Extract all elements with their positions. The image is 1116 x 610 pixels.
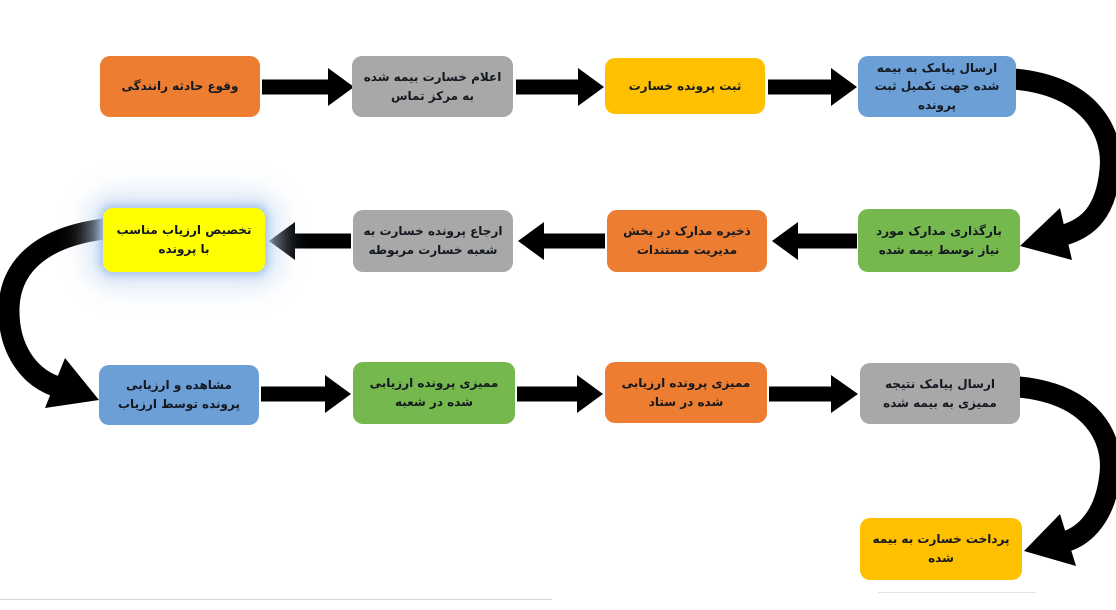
flow-node-audit-branch: ممیزی پرونده ارزیابی شده در شعبه [353,362,515,424]
arrow-upload-to-store [772,222,857,260]
flow-node-store-docs: ذخیره مدارک در بخش مدیریت مستندات [607,210,767,272]
flow-node-assessor-review: مشاهده و ارزیابی پرونده توسط ارزیاب [99,365,259,425]
arrow-store-to-refer [518,222,605,260]
arrow-audit-hq-to-sms-result [769,375,858,413]
flow-node-pay-claim: پرداخت خسارت به بیمه شده [860,518,1022,580]
page-edge-line-bottom-left [0,599,552,600]
flow-node-pay-claim-label: پرداخت خسارت به بیمه شده [872,532,1010,565]
curve-arrow-sms-to-upload [1012,68,1116,260]
arrow-audit-branch-to-audit-hq [517,375,603,413]
arrow-review-to-audit-branch [261,375,351,413]
flow-node-assign-assessor: تخصیص ارزیاب مناسب با پرونده [103,208,265,272]
flow-node-sms-audit-result: ارسال پیامک نتیجه ممیزی به بیمه شده [860,363,1020,424]
arrow-register-to-sms [768,68,857,106]
flow-node-store-docs-label: ذخیره مدارک در بخش مدیریت مستندات [623,224,751,257]
flow-node-upload-docs-label: بارگذاری مدارک مورد نیاز توسط بیمه شده [876,223,1002,257]
flow-node-assign-assessor-label: تخصیص ارزیاب مناسب با پرونده [116,223,252,256]
flow-node-refer-branch-label: ارجاع پرونده خسارت به شعبه خسارت مربوطه [363,224,503,257]
flow-node-register-file: ثبت پرونده خسارت [605,58,765,114]
flow-node-audit-hq: ممیزی پرونده ارزیابی شده در ستاد [605,362,767,423]
flow-node-audit-branch-label: ممیزی پرونده ارزیابی شده در شعبه [369,376,499,409]
page-edge-line-under-payment [878,592,1036,593]
arrow-accident-to-report [262,68,354,106]
flow-node-sms-complete: ارسال پیامک به بیمه شده جهت تکمیل ثبت پر… [858,56,1016,117]
flow-node-register-file-label: ثبت پرونده خسارت [628,78,742,93]
flow-node-assessor-review-label: مشاهده و ارزیابی پرونده توسط ارزیاب [118,378,240,411]
flow-node-audit-hq-label: ممیزی پرونده ارزیابی شده در ستاد [621,375,751,409]
arrow-report-to-register [516,68,604,106]
flow-node-refer-branch: ارجاع پرونده خسارت به شعبه خسارت مربوطه [353,210,513,272]
flow-node-report-call-center-label: اعلام خسارت بیمه شده به مرکز تماس [363,69,502,103]
curve-arrow-sms-result-to-pay [1017,376,1116,566]
straight-arrows [261,68,858,413]
curve-arrow-assign-to-review [0,218,106,408]
flow-node-accident: وقوع حادثه رانندگی [100,56,260,117]
flow-node-accident-label: وقوع حادثه رانندگی [121,79,239,94]
flow-node-sms-audit-result-label: ارسال پیامک نتیجه ممیزی به بیمه شده [883,376,997,410]
flow-node-report-call-center: اعلام خسارت بیمه شده به مرکز تماس [352,56,513,117]
arrow-refer-to-assign [269,222,351,260]
flow-node-upload-docs: بارگذاری مدارک مورد نیاز توسط بیمه شده [858,209,1020,272]
flow-node-sms-complete-label: ارسال پیامک به بیمه شده جهت تکمیل ثبت پر… [874,60,1000,112]
